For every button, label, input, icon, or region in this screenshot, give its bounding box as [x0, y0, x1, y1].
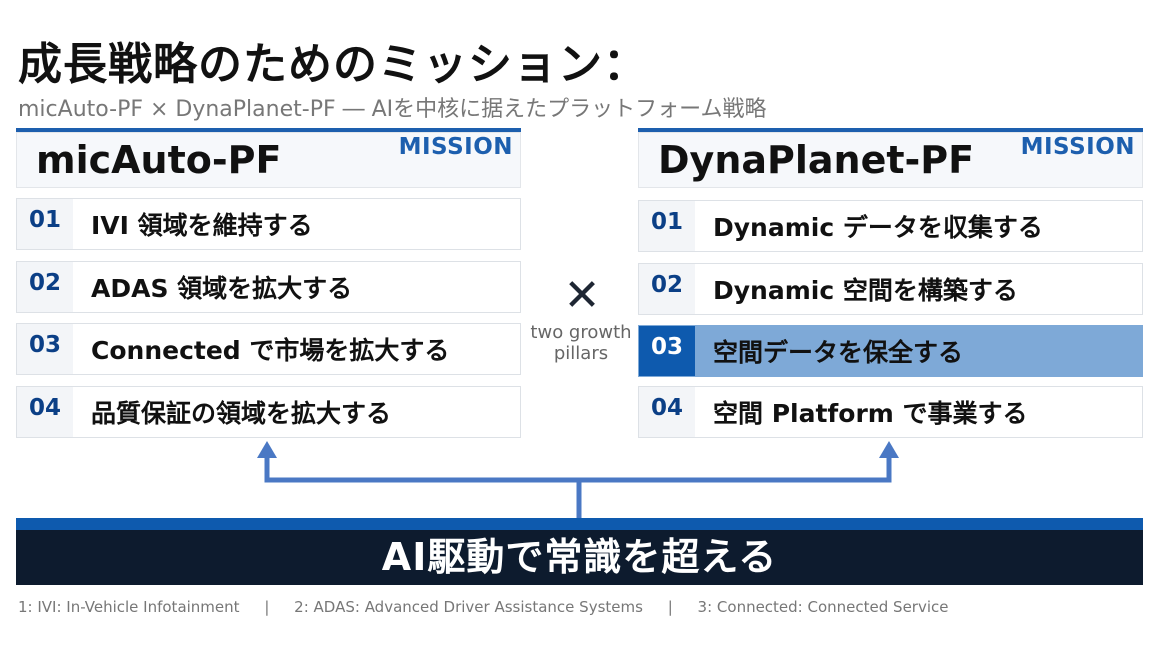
item-text: ADAS 領域を拡大する — [91, 274, 353, 303]
item-text: 品質保証の領域を拡大する — [91, 399, 392, 428]
cross-label: two growth pillars — [520, 322, 642, 364]
left-mission-item: 03 Connected で市場を拡大する — [16, 323, 521, 375]
item-number: 04 — [639, 387, 695, 437]
right-mission-item: 01 Dynamic データを収集する — [638, 200, 1143, 252]
page-title: 成長戦略のためのミッション： — [18, 39, 648, 90]
arrow-left-line — [264, 456, 582, 518]
left-mission-item: 04 品質保証の領域を拡大する — [16, 386, 521, 438]
item-number: 02 — [639, 264, 695, 314]
cross-label-line: pillars — [553, 343, 609, 364]
arrow-up-icon — [879, 441, 899, 458]
right-mission-item: 04 空間 Platform で事業する — [638, 386, 1143, 438]
footnote-separator: | — [667, 598, 673, 616]
item-number: 02 — [17, 262, 73, 312]
item-number: 03 — [17, 324, 73, 374]
arrow-right-line — [579, 456, 892, 483]
left-mission-item: 02 ADAS 領域を拡大する — [16, 261, 521, 313]
left-panel-header: micAuto-PF MISSION — [16, 128, 521, 188]
footnote-separator: | — [264, 598, 270, 616]
item-number: 01 — [639, 201, 695, 251]
cross-label-line: two growth — [530, 322, 632, 343]
slogan-banner: AI駆動で常識を超える — [16, 530, 1143, 585]
item-number: 04 — [17, 387, 73, 437]
right-panel-title: DynaPlanet-PF — [658, 138, 975, 182]
item-text: Dynamic 空間を構築する — [713, 276, 1018, 305]
banner-accent-bar — [16, 518, 1143, 530]
footnote: 2: ADAS: Advanced Driver Assistance Syst… — [294, 598, 643, 616]
item-text: Dynamic データを収集する — [713, 213, 1043, 242]
right-mission-item-highlighted: 03 空間データを保全する — [638, 325, 1143, 377]
cross-icon: ✕ — [563, 270, 601, 321]
item-text: 空間 Platform で事業する — [713, 399, 1028, 428]
footnote: 1: IVI: In-Vehicle Infotainment — [18, 598, 240, 616]
right-panel-header: DynaPlanet-PF MISSION — [638, 128, 1143, 188]
footnote: 3: Connected: Connected Service — [697, 598, 949, 616]
left-panel-title: micAuto-PF — [36, 138, 282, 182]
item-number: 03 — [639, 326, 695, 376]
item-text: IVI 領域を維持する — [91, 211, 313, 240]
left-mission-badge: MISSION — [398, 134, 513, 160]
item-text: Connected で市場を拡大する — [91, 336, 450, 365]
page-subtitle: micAuto-PF × DynaPlanet-PF ― AIを中核に据えたプラ… — [18, 97, 767, 122]
item-number: 01 — [17, 199, 73, 249]
footnotes: 1: IVI: In-Vehicle Infotainment | 2: ADA… — [18, 598, 948, 616]
arrow-up-icon — [257, 441, 277, 458]
left-mission-item: 01 IVI 領域を維持する — [16, 198, 521, 250]
right-mission-badge: MISSION — [1020, 134, 1135, 160]
item-text: 空間データを保全する — [713, 338, 964, 367]
right-mission-item: 02 Dynamic 空間を構築する — [638, 263, 1143, 315]
